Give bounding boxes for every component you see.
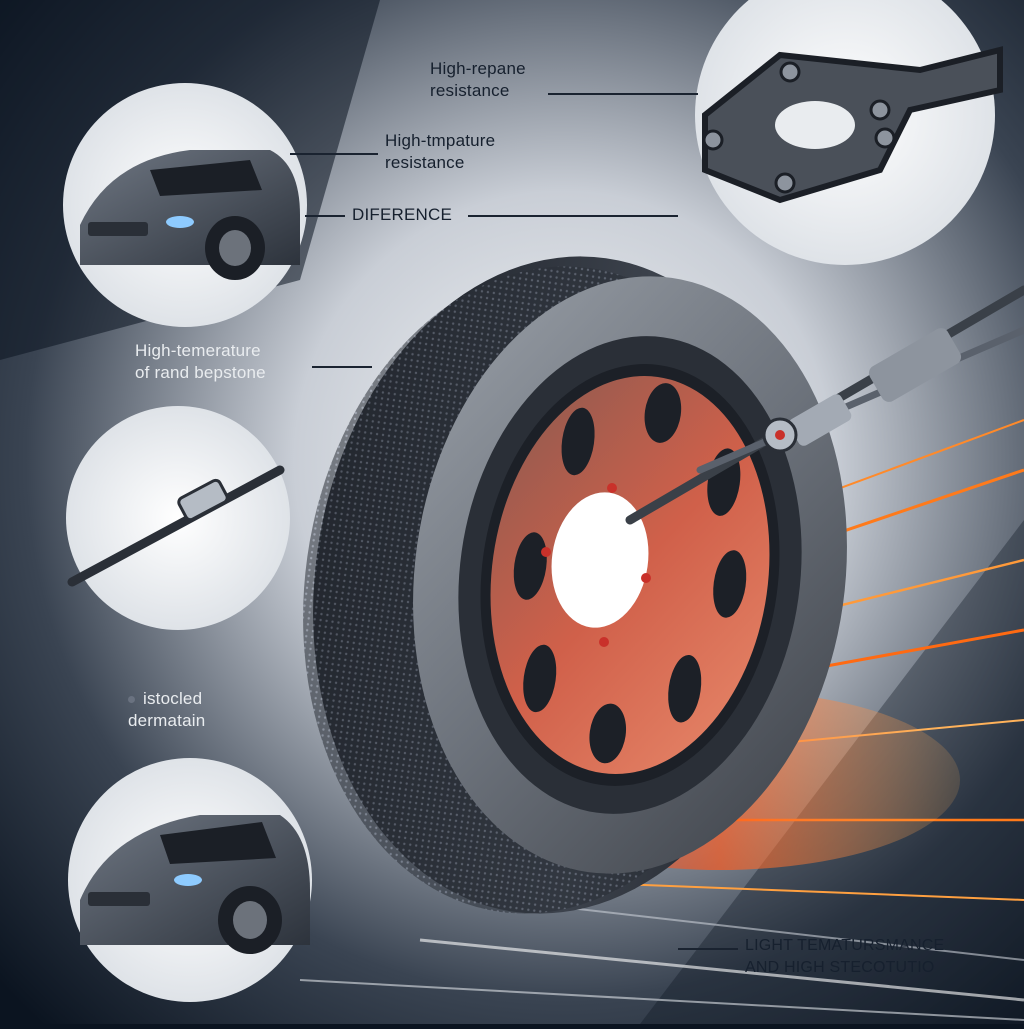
label-top-right-line2: resistance: [430, 81, 510, 100]
label-mid-left: High-temerature of rand bepstone: [135, 340, 266, 384]
label-top-right: High-repane resistance: [430, 58, 526, 102]
label-bottom-right-line1: Light tematursmance: [745, 937, 945, 954]
inset-bracket: [695, 0, 1003, 265]
wheel-hub: [551, 492, 649, 628]
label-top-right-line1: High-repane: [430, 59, 526, 78]
label-mid-left-line1: High-temerature: [135, 341, 261, 360]
leader-bottom-right: [678, 948, 738, 950]
inset-car-top: [63, 83, 307, 327]
caliper-arm: [625, 285, 1024, 525]
label-left-car: High-tmpature resistance: [385, 130, 495, 174]
leader-mid-left: [312, 366, 372, 368]
road-streaks: [299, 899, 1024, 1021]
tire: [303, 256, 847, 914]
label-bottom-right-line2: and high stecotutio: [745, 959, 935, 976]
label-difference: Diference: [352, 204, 452, 226]
leader-left-car: [290, 153, 378, 155]
label-difference-text: Diference: [352, 205, 453, 224]
label-lower-left: istocled dermatain: [128, 688, 205, 732]
label-bottom-right: Light tematursmance and high stecotutio: [745, 935, 944, 979]
leader-difference-left: [305, 215, 345, 217]
label-lower-left-line2: dermatain: [128, 711, 206, 730]
inset-cable: [66, 406, 290, 630]
label-mid-left-line2: of rand bepstone: [135, 363, 266, 382]
leader-top-right: [548, 93, 698, 95]
bullet-icon: [128, 696, 135, 704]
label-lower-left-line1: istocled: [143, 689, 203, 708]
label-left-car-line2: resistance: [385, 153, 465, 172]
inset-car-bottom: [68, 758, 312, 1002]
label-left-car-line1: High-tmpature: [385, 131, 496, 150]
leader-difference-right: [468, 215, 678, 217]
